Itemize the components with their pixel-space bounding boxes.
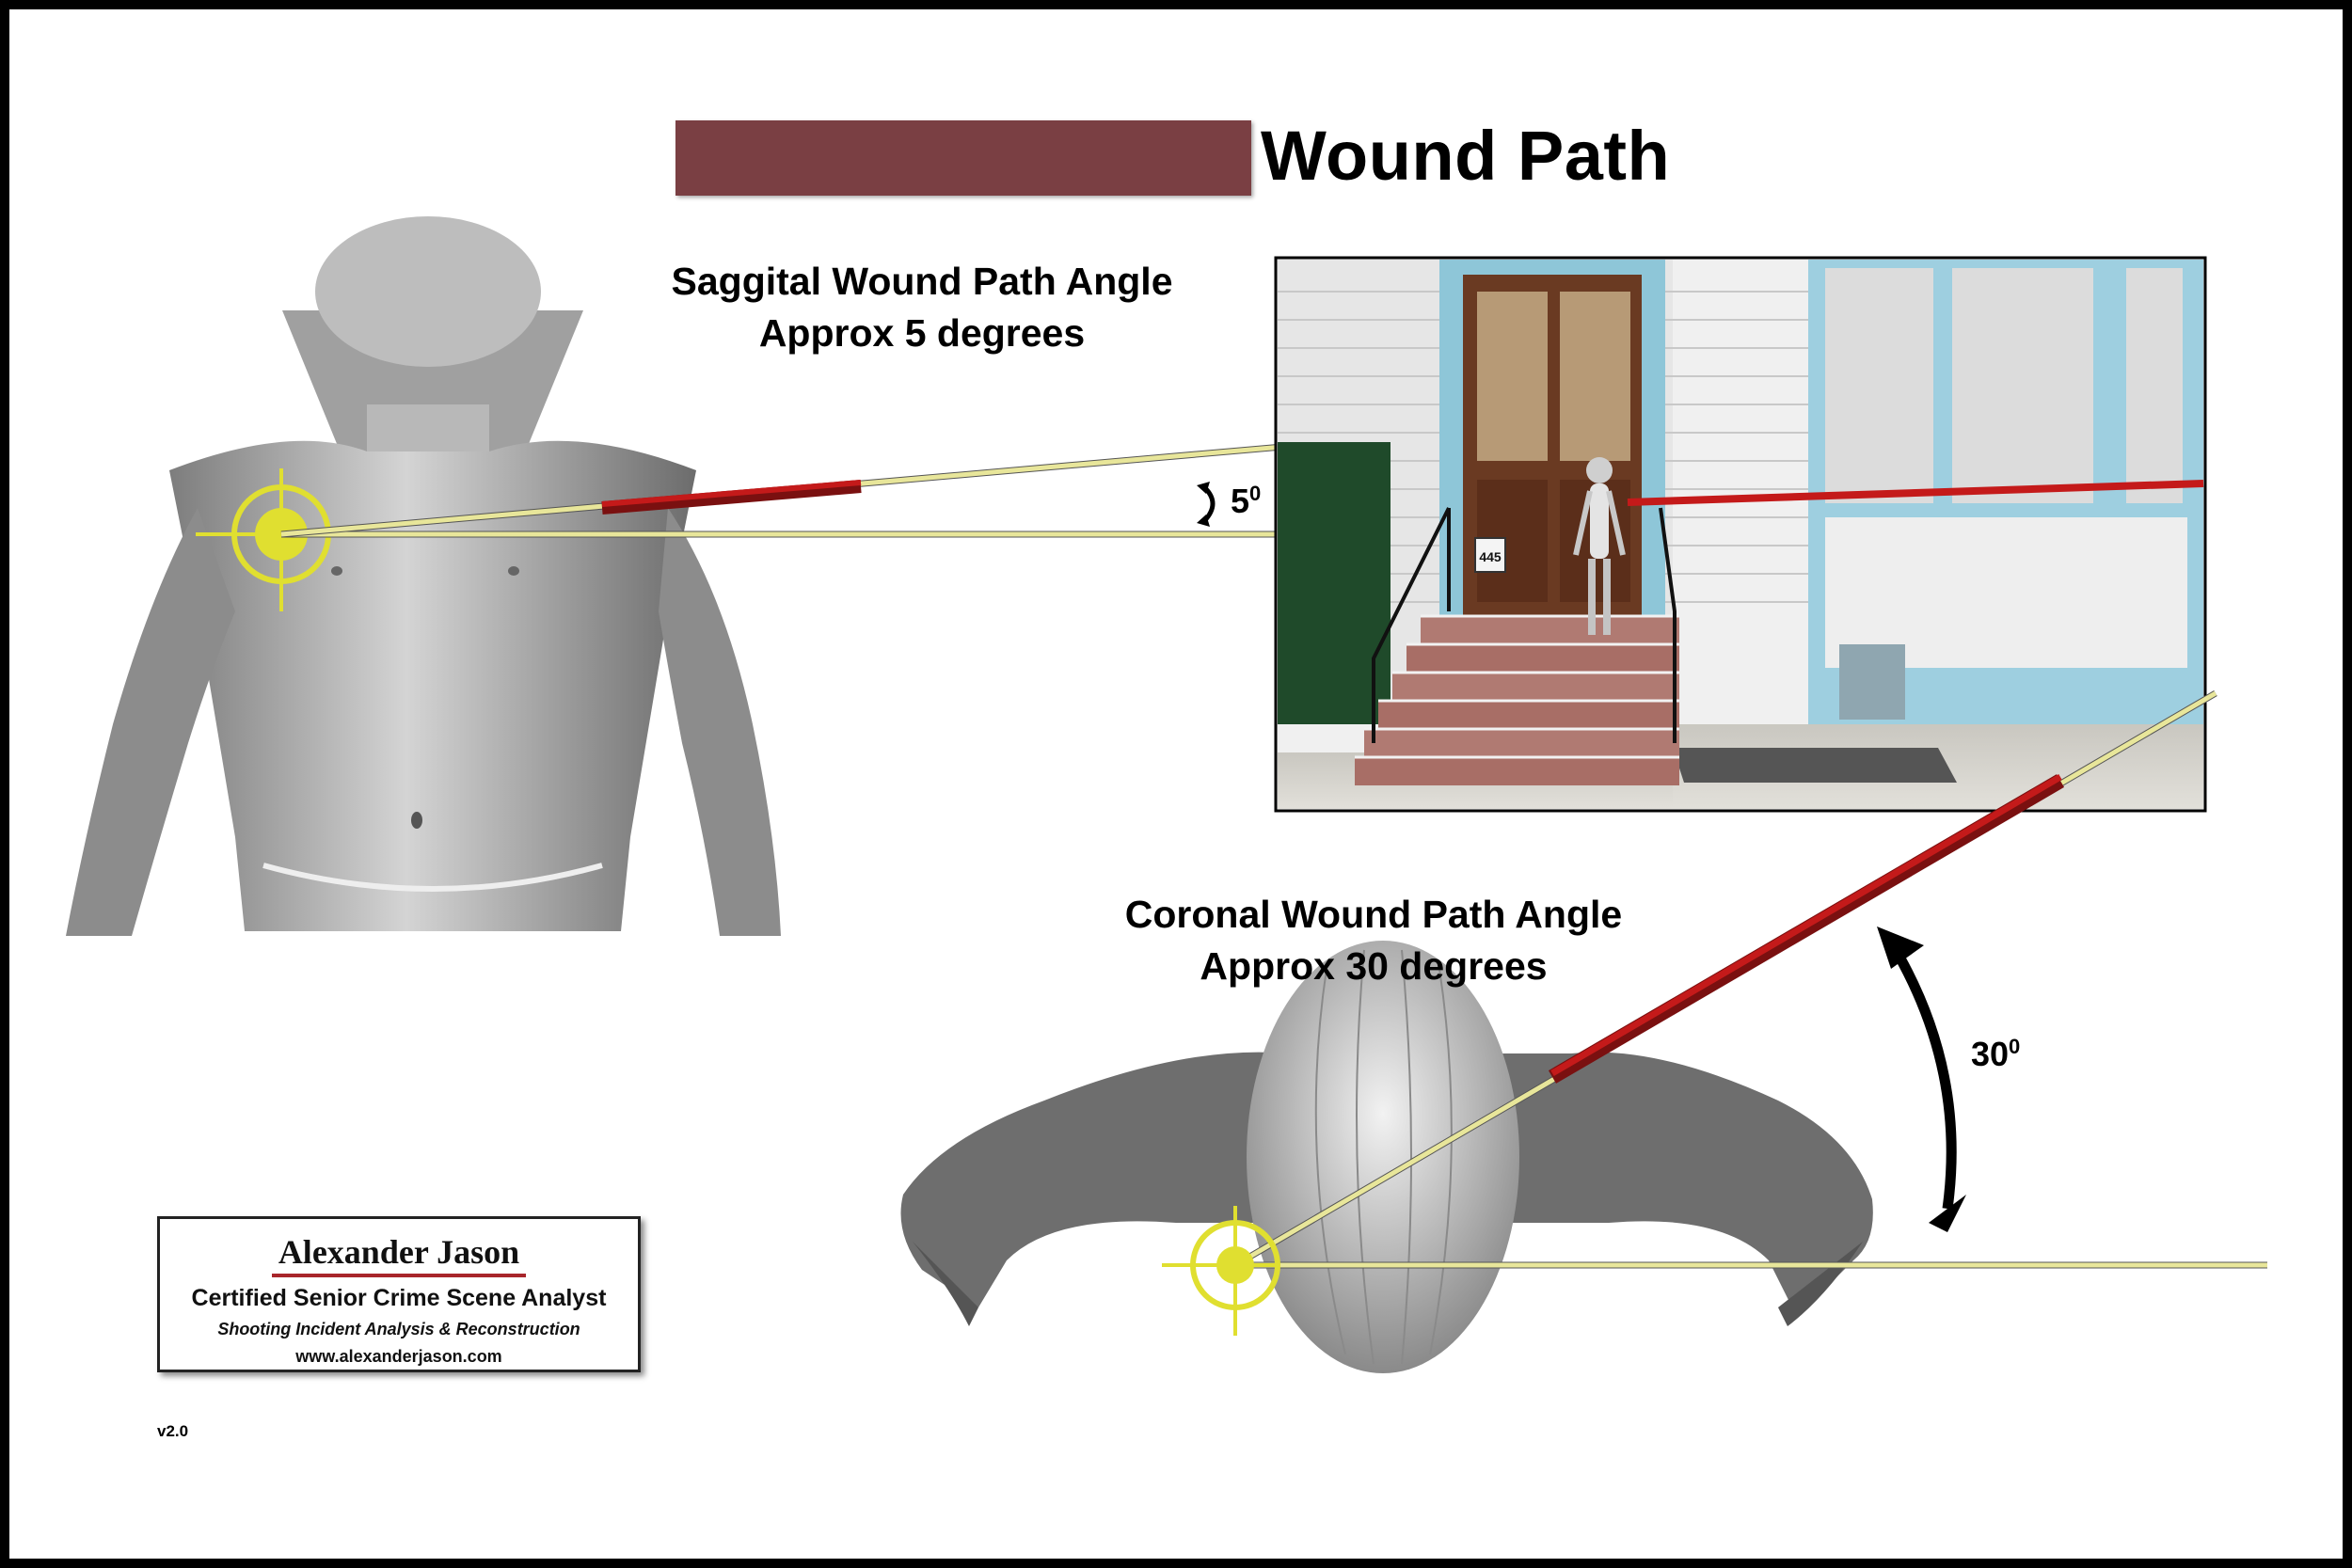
entry-wound-target-top xyxy=(1162,1206,1280,1336)
coronal-angle-value: 30 xyxy=(1971,1035,2010,1073)
coronal-angle-unit: 0 xyxy=(2009,1035,2021,1058)
slide: Wound Path Saggital Wound Path Angle App… xyxy=(9,9,2343,1559)
child-figure-scene xyxy=(1573,457,1626,635)
angle-5-marker xyxy=(1197,482,1216,527)
sagittal-angle-unit: 0 xyxy=(1249,482,1262,505)
scene-trajectory-line xyxy=(1627,480,2204,506)
head-hair xyxy=(1247,941,1519,1373)
coronal-trajectory xyxy=(1233,689,2267,1269)
coronal-angle-label: 300 xyxy=(1971,1035,2020,1074)
logo-divider xyxy=(272,1274,526,1277)
sagittal-caption-line1: Saggital Wound Path Angle xyxy=(671,260,1173,303)
angle-30-arrow xyxy=(1877,927,1966,1232)
house-number-plaque xyxy=(1474,537,1506,573)
logo-card: Alexander Jason Certified Senior Crime S… xyxy=(157,1216,641,1372)
coronal-caption: Coronal Wound Path Angle Approx 30 degre… xyxy=(1063,889,1684,992)
sagittal-angle-value: 5 xyxy=(1231,482,1250,520)
diagram-graphics xyxy=(66,216,2267,1373)
scene-inset xyxy=(1274,256,2207,813)
page-title: Wound Path xyxy=(1261,117,1671,195)
logo-title: Certified Senior Crime Scene Analyst xyxy=(191,1285,607,1311)
sagittal-angle-label: 50 xyxy=(1231,482,1261,521)
house-number: 445 xyxy=(1479,549,1502,564)
stair-railing xyxy=(1372,507,1677,743)
front-body-figure xyxy=(66,216,781,936)
logo-name: Alexander Jason xyxy=(278,1233,520,1271)
version-label: v2.0 xyxy=(157,1422,189,1440)
coronal-caption-line1: Coronal Wound Path Angle xyxy=(1124,893,1623,936)
porch-steps xyxy=(1355,614,1679,785)
sagittal-caption: Saggital Wound Path Angle Approx 5 degre… xyxy=(612,256,1232,359)
sagittal-trajectory xyxy=(280,429,1445,538)
title-accent-bar xyxy=(675,120,1251,196)
logo-subtitle: Shooting Incident Analysis & Reconstruct… xyxy=(217,1320,580,1338)
logo-url: www.alexanderjason.com xyxy=(295,1347,502,1366)
top-view-body-figure xyxy=(900,941,1873,1373)
sagittal-caption-line2: Approx 5 degrees xyxy=(758,311,1086,355)
coronal-caption-line2: Approx 30 degrees xyxy=(1200,944,1548,988)
